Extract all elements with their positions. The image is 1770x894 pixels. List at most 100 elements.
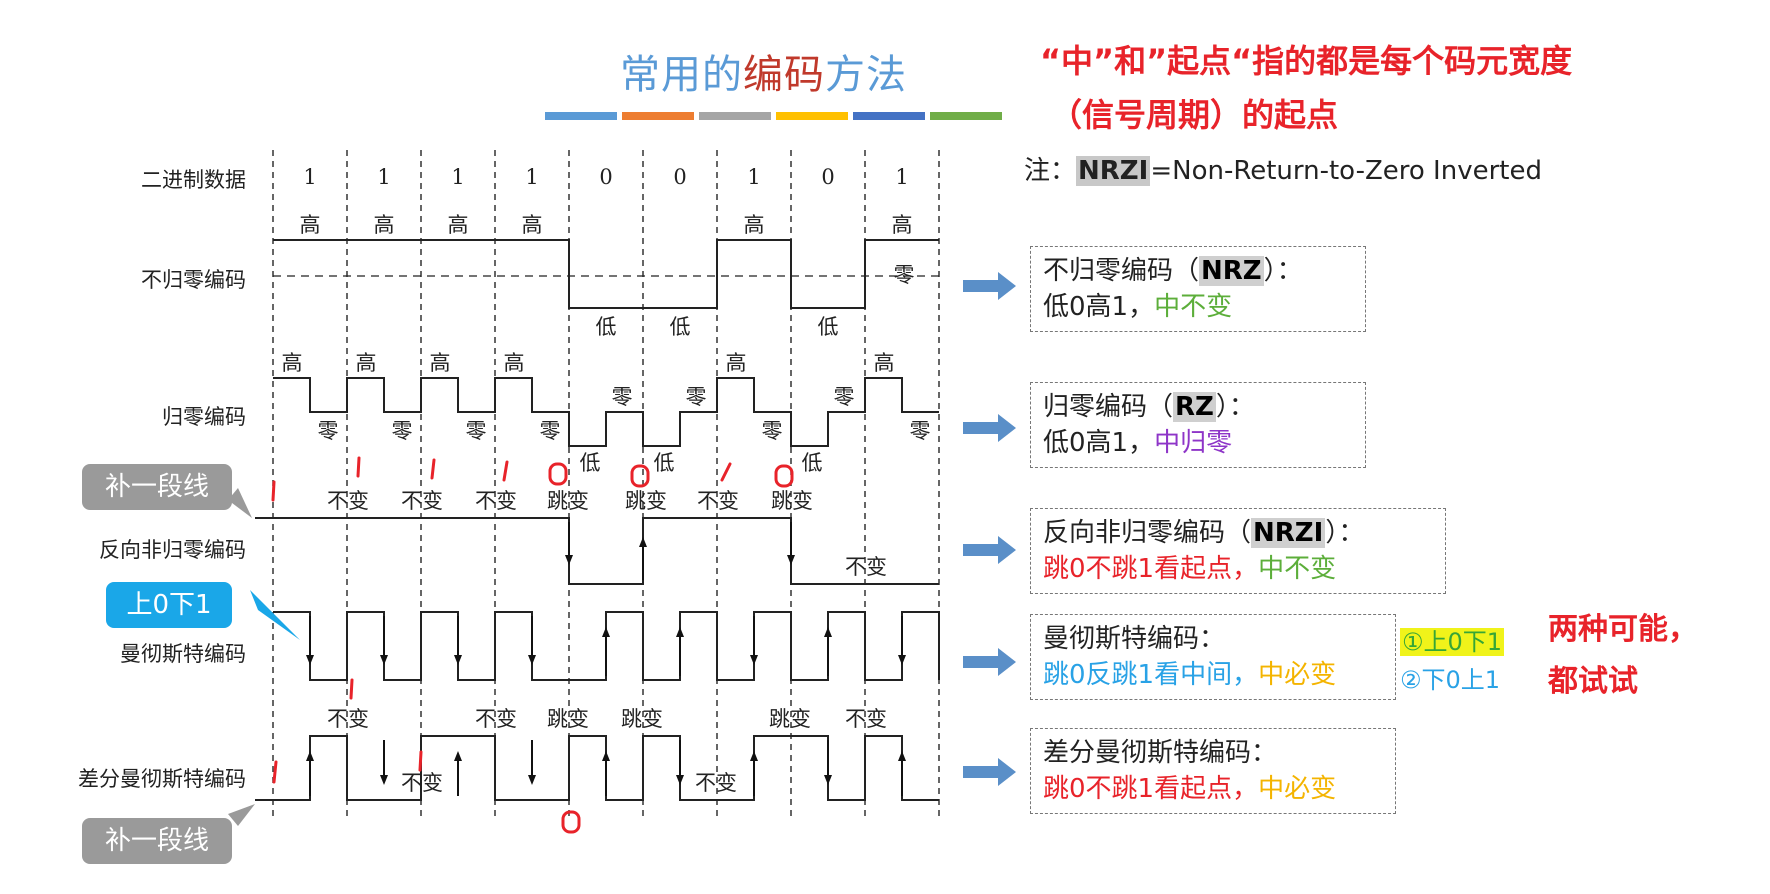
nrz-high-label: 高: [744, 213, 765, 237]
possibility-note-line2: 都试试: [1548, 664, 1638, 699]
nrzi-nochange-label: 不变: [697, 489, 739, 513]
rz-high-label: 高: [874, 351, 895, 375]
nrz-high-label: 高: [892, 213, 913, 237]
nrz-waveform: [273, 239, 939, 309]
dm-jump-label: 跳变: [547, 707, 589, 731]
rz-low-label: 低: [802, 451, 823, 475]
bit-value: 0: [673, 165, 686, 189]
dm-jump-label: 跳变: [769, 707, 811, 731]
top-note-line2: （信号周期）的起点: [1050, 96, 1339, 134]
diff-manchester-mid-arrows: [306, 740, 906, 796]
rz-high-label: 高: [430, 351, 451, 375]
right-arrow-icon: [963, 758, 1016, 786]
bit-value: 1: [377, 165, 390, 189]
rz-zero-label: 零: [540, 419, 561, 443]
dm-nochange-label: 不变: [327, 707, 369, 731]
rz-zero-label: 零: [612, 385, 633, 409]
bit-values: 1 1 1 1 0 0 1 0 1: [303, 165, 908, 189]
rz-zero-label: 零: [686, 385, 707, 409]
title-underline-yellow: [776, 112, 848, 120]
rz-rule-box: 归零编码（RZ）： 低0高1，中归零: [1030, 382, 1366, 468]
rz-high-label: 高: [356, 351, 377, 375]
nrzi-jump-label: 跳变: [547, 489, 589, 513]
nrzi-waveform: [255, 517, 939, 585]
right-arrow-icon: [963, 414, 1016, 442]
nrz-rule-box: 不归零编码（NRZ）： 低0高1，中不变: [1030, 246, 1366, 332]
box-connector-arrows: [963, 272, 1016, 786]
bit-value: 1: [525, 165, 538, 189]
nrzi-labels: 不变 不变 不变 跳变 跳变 不变 跳变 不变: [327, 489, 887, 579]
row-label-rz: 归零编码: [162, 405, 246, 429]
dm-nochange-label: 不变: [845, 707, 887, 731]
dm-nochange-label: 不变: [695, 771, 737, 795]
nrz-low-label: 低: [818, 315, 839, 339]
nrz-low-label: 低: [670, 315, 691, 339]
bit-value: 1: [747, 165, 760, 189]
dm-jump-label: 跳变: [621, 707, 663, 731]
bit-value: 1: [303, 165, 316, 189]
rz-high-label: 高: [504, 351, 525, 375]
rz-waveform: [273, 377, 939, 447]
nrz-zero-label: 零: [894, 263, 915, 287]
nrz-high-label: 高: [522, 213, 543, 237]
title-underline-green: [930, 112, 1002, 120]
rz-zero-label: 零: [318, 419, 339, 443]
abbr-note: 注：NRZI=Non-Return-to-Zero Inverted: [1024, 156, 1542, 186]
bit-boundaries: [272, 150, 940, 820]
title-underline-orange: [622, 112, 694, 120]
nrzi-nochange-label: 不变: [845, 555, 887, 579]
nrzi-jump-label: 跳变: [771, 489, 813, 513]
nrz-low-label: 低: [596, 315, 617, 339]
row-label-nrz: 不归零编码: [141, 268, 246, 292]
rz-low-label: 低: [580, 451, 601, 475]
nrzi-transition-arrows: [565, 522, 795, 580]
manchester-mid-arrows: [306, 616, 906, 676]
nrzi-nochange-label: 不变: [475, 489, 517, 513]
possibility-note-line1: 两种可能，: [1548, 612, 1698, 647]
row-label-diff-manchester: 差分曼彻斯特编码: [78, 767, 246, 791]
dm-nochange-label: 不变: [401, 771, 443, 795]
manchester-hint-bubble: 上0下1: [106, 582, 232, 628]
bit-value: 0: [821, 165, 834, 189]
nrz-high-label: 高: [374, 213, 395, 237]
rz-high-label: 高: [726, 351, 747, 375]
rz-zero-label: 零: [762, 419, 783, 443]
diff-manchester-waveform: [255, 735, 939, 801]
right-arrow-icon: [963, 648, 1016, 676]
rz-high-label: 高: [282, 351, 303, 375]
bit-value: 1: [895, 165, 908, 189]
title-underline-darkblue: [853, 112, 925, 120]
right-arrow-icon: [963, 272, 1016, 300]
rz-low-label: 低: [654, 451, 675, 475]
diff-manchester-rule-box: 差分曼彻斯特编码： 跳0不跳1看起点，中必变: [1030, 728, 1396, 814]
title-underline-gray: [699, 112, 771, 120]
nrzi-nochange-label: 不变: [327, 489, 369, 513]
rz-zero-label: 零: [466, 419, 487, 443]
top-note-line1: “中”和”起点“指的都是每个码元宽度: [1040, 42, 1573, 80]
nrzi-nochange-label: 不变: [401, 489, 443, 513]
rz-labels: 高 高 高 高 高 高 零 零 零 零 零 零 零 零 零 低 低 低: [282, 351, 931, 475]
rz-zero-label: 零: [910, 419, 931, 443]
nrz-high-label: 高: [448, 213, 469, 237]
row-label-manchester: 曼彻斯特编码: [120, 642, 246, 666]
bit-value: 1: [451, 165, 464, 189]
patch-line-bubble-top: 补一段线: [82, 464, 232, 510]
row-label-binary: 二进制数据: [141, 168, 246, 192]
nrzi-rule-box: 反向非归零编码（NRZI）： 跳0不跳1看起点，中不变: [1030, 508, 1446, 594]
row-label-nrzi: 反向非归零编码: [99, 538, 246, 562]
handwritten-annotations: [271, 456, 794, 834]
rz-zero-label: 零: [392, 419, 413, 443]
nrzi-jump-label: 跳变: [625, 489, 667, 513]
diff-manchester-labels: 不变 不变 不变 跳变 跳变 不变 跳变 不变: [327, 707, 887, 795]
page-title: 常用的编码方法: [620, 52, 907, 98]
dm-nochange-label: 不变: [475, 707, 517, 731]
patch-line-bubble-bottom: 补一段线: [82, 818, 232, 864]
right-arrow-icon: [963, 536, 1016, 564]
nrz-high-label: 高: [300, 213, 321, 237]
rz-zero-label: 零: [834, 385, 855, 409]
manchester-option-2: ②下0上1: [1400, 666, 1501, 694]
manchester-option-1: ①上0下1: [1400, 628, 1505, 656]
manchester-waveform: [273, 611, 940, 681]
title-underline-blue: [545, 112, 617, 120]
